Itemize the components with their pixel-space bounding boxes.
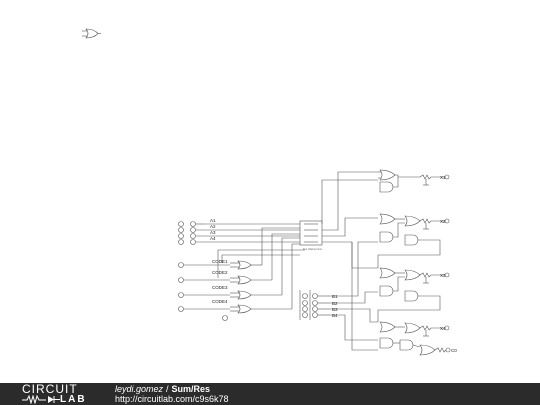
and-gate-x1[interactable] [379,181,394,193]
xor-gate-2[interactable] [230,275,272,285]
label-x2: X2 [440,219,446,224]
label-a2: A2 [210,224,216,229]
label-x4: X4 [440,326,446,331]
title-separator: / [166,384,169,394]
and-gate-x2[interactable] [379,231,394,243]
input-code3[interactable] [178,292,231,298]
input-code2[interactable] [178,277,231,283]
author-link[interactable]: leydi.gomez [115,384,164,394]
xor-gate-x2[interactable] [404,215,421,227]
label-c0: C0 [451,348,457,353]
and-gate-x2b[interactable] [404,234,419,246]
mux-4x1[interactable] [299,220,323,246]
input-b3[interactable] [302,306,331,312]
label-code2: CODE2 [212,270,228,275]
label-x1: X1 [440,175,446,180]
and-gate-x4[interactable] [379,337,394,349]
xor-gate-3[interactable] [230,290,282,300]
xor-gate-4[interactable] [230,304,292,314]
xor-gate-x4[interactable] [404,322,421,334]
input-a4[interactable] [178,239,301,245]
label-code4: CODE4 [212,299,228,304]
xor-gate-x3[interactable] [404,269,421,281]
or-gate-x4a[interactable] [379,321,396,333]
waveform-icon [22,395,60,404]
or-gate-carry[interactable] [419,344,436,356]
label-b4: B4 [332,313,338,318]
label-b2: B2 [332,301,338,306]
label-a1: A1 [210,218,216,223]
circuit-name: Sum/Res [171,384,211,394]
logo-text-top: CIRCUIT [22,382,78,396]
label-code1: CODE1 [212,259,228,264]
and-gate-x3[interactable] [379,285,394,297]
label-code3: CODE3 [212,285,228,290]
input-b4[interactable] [302,312,331,318]
ground-pin[interactable] [222,315,228,321]
label-b1: B1 [332,294,338,299]
and-gate-x4b[interactable] [399,339,414,351]
stray-or-gate[interactable] [82,28,101,39]
footer-bar: CIRCUIT LAB leydi.gomez/Sum/Res http://c… [0,383,540,405]
mux-caption: 4x1 channel mux [303,248,323,251]
input-b2[interactable] [302,300,331,306]
circuit-url[interactable]: http://circuitlab.com/c9s6k78 [115,394,229,404]
circuitlab-logo[interactable]: CIRCUIT LAB [22,383,112,405]
and-gate-x3b[interactable] [404,290,419,302]
or-gate-x1[interactable] [378,169,396,181]
label-x3: X3 [440,273,446,278]
input-code4[interactable] [178,306,231,312]
circuit-title: leydi.gomez/Sum/Res [115,384,210,395]
input-b1[interactable] [302,293,331,299]
schematic-canvas[interactable]: A1 A2 A3 A4 CODE1 CODE2 CODE3 CODE4 B1 B… [0,0,540,383]
input-code1[interactable] [178,262,231,268]
input-a3[interactable] [178,233,301,239]
or-gate-x3a[interactable] [379,267,396,279]
input-a1[interactable] [178,221,301,227]
label-a4: A4 [210,236,216,241]
label-a3: A3 [210,230,216,235]
xor-gate-1[interactable] [230,260,262,270]
label-b3: B3 [332,307,338,312]
input-a2[interactable] [178,227,301,233]
or-gate-x2a[interactable] [379,213,396,225]
logo-text-bottom: LAB [60,394,87,405]
